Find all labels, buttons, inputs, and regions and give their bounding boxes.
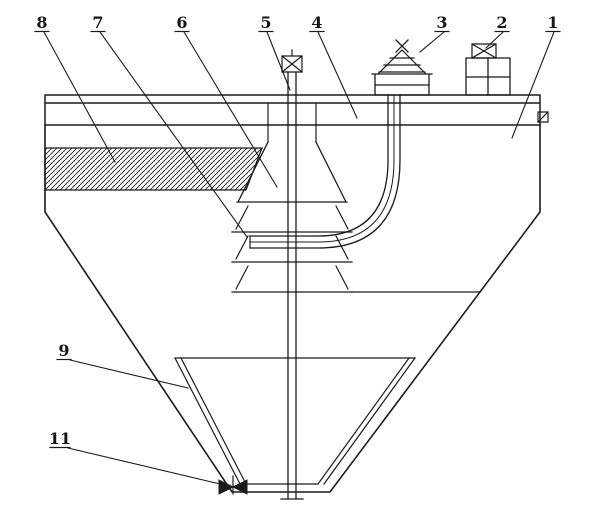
drive-base-box: [371, 73, 433, 96]
leader-line-1: [511, 31, 555, 139]
valve-left-wedge: [218, 479, 235, 495]
callout-6: 6: [176, 13, 187, 32]
callout-9: 9: [58, 341, 69, 360]
callout-4: 4: [311, 13, 322, 32]
center-shaft: [267, 49, 317, 500]
leader-line-7: [99, 31, 248, 238]
leader-line-9: [69, 359, 189, 389]
top-deck: [44, 94, 549, 126]
leader-line-8: [43, 31, 116, 163]
callout-7: 7: [92, 13, 103, 32]
callout-underlines: [34, 30, 561, 449]
feedwell-bell: [236, 141, 348, 203]
leader-line-2: [485, 31, 504, 49]
leader-line-5: [266, 31, 291, 91]
inner-cone-walls: [174, 357, 416, 485]
leader-line-4: [317, 31, 358, 119]
box-body: [465, 57, 511, 96]
pipe-center: [249, 94, 395, 243]
control-box: [465, 43, 511, 96]
leader-line-11: [67, 447, 221, 485]
hatch-area: [44, 147, 263, 191]
drive-unit: [371, 39, 433, 96]
callout-11: 11: [49, 429, 71, 448]
deck-lines: [44, 94, 541, 126]
leader-line-6: [183, 31, 278, 188]
callout-3: 3: [436, 13, 447, 32]
valve-right-wedge: [231, 479, 248, 495]
leader-line-3: [419, 31, 445, 53]
leader-lines: [43, 31, 555, 485]
hatched-region: [44, 147, 263, 191]
discharge-valve: [218, 475, 248, 495]
pipe-wall-outer: [249, 94, 389, 237]
shaft-top-cap: [281, 49, 303, 73]
pipe-wall-inner: [249, 94, 401, 249]
cone-slants: [235, 205, 349, 290]
drive-cone-fins: [377, 49, 427, 75]
tank-outline: [44, 124, 541, 493]
shaft-lines: [280, 71, 304, 500]
inner-cone: [174, 357, 416, 485]
drive-apex-cross: [395, 39, 409, 53]
overflow-nozzle: [537, 111, 549, 123]
callout-5: 5: [260, 13, 271, 32]
tank-shell: [44, 124, 541, 493]
callout-2: 2: [496, 13, 507, 32]
callouts: 8 7 6 5 4 3 2 1 9 11: [36, 13, 558, 448]
deflector-cones: [231, 205, 353, 293]
callout-1: 1: [547, 13, 558, 32]
bell-outline: [236, 141, 348, 203]
shaft-support-column: [267, 102, 317, 143]
box-top-cell: [471, 43, 497, 59]
feed-pipe: [249, 94, 401, 249]
callout-8: 8: [36, 13, 47, 32]
cone-trays: [231, 231, 353, 293]
